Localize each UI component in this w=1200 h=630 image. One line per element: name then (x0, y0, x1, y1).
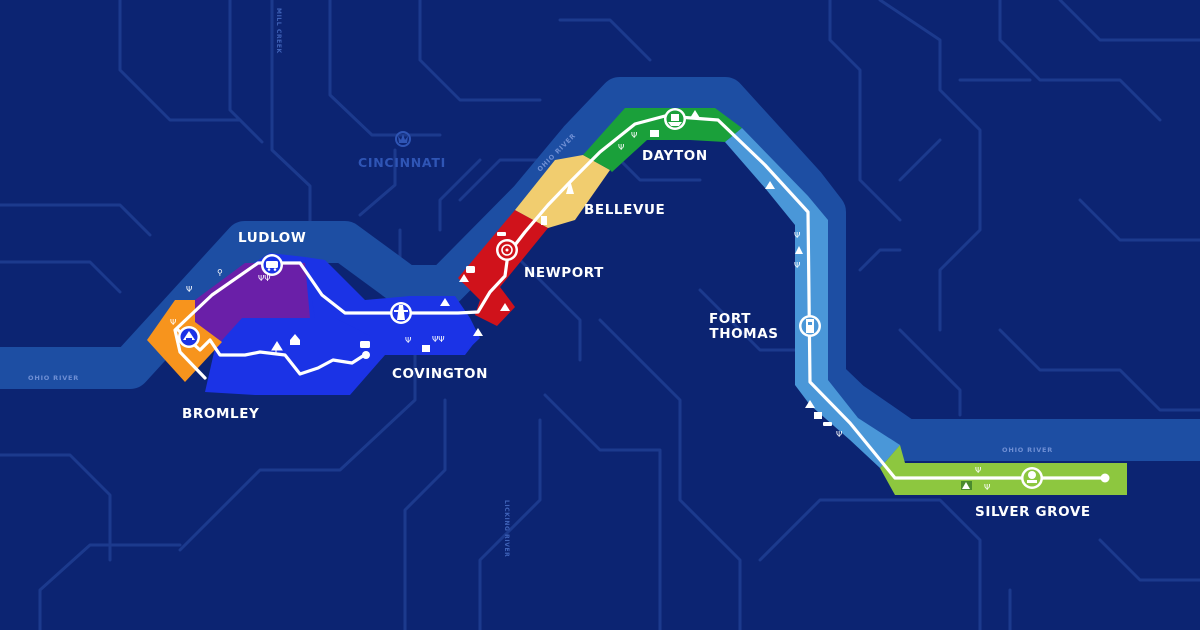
landmark-dayton[interactable] (664, 108, 686, 130)
poi-icons: ⚲ ΨΨ Ψ Ψ Ψ ΨΨ Ψ Ψ Ψ Ψ Ψ Ψ Ψ (170, 110, 990, 492)
dining-icon: Ψ (618, 143, 624, 152)
tree-icon (690, 110, 700, 118)
tree-icon (440, 298, 450, 306)
ludlow-region (195, 263, 310, 348)
building-icon (541, 216, 547, 225)
dining-icon: Ψ (794, 261, 800, 270)
landmark-fort-thomas[interactable] (799, 315, 821, 337)
dining-icon: Ψ (984, 483, 990, 492)
covington-region-upper (305, 257, 480, 355)
dining-icon: ΨΨ (258, 274, 271, 283)
town-label-dayton: DAYTON (642, 148, 708, 164)
town-label-ludlow: LUDLOW (238, 230, 306, 246)
landmark-silver-grove[interactable] (1021, 467, 1043, 489)
cincinnati-label: CINCINNATI (358, 155, 446, 170)
dining-icon: Ψ (631, 131, 637, 140)
building-icon (814, 412, 822, 419)
tree-icon (459, 274, 469, 282)
dining-icon: ΨΨ (432, 335, 445, 344)
trail-route-loop (176, 328, 368, 376)
town-label-bromley: BROMLEY (182, 406, 259, 422)
dining-icon: Ψ (794, 231, 800, 240)
tower-icon (566, 180, 574, 194)
town-label-newport: NEWPORT (524, 265, 604, 281)
building-icon (422, 345, 430, 352)
river-label-east: OHIO RIVER (1002, 446, 1053, 454)
landmark-covington[interactable] (390, 302, 412, 324)
fort-thomas-region (725, 128, 900, 468)
tree-icon (962, 482, 970, 489)
tree-icon (765, 181, 775, 189)
town-label-covington: COVINGTON (392, 366, 488, 382)
cincinnati-marker (395, 131, 411, 147)
town-label-fort-thomas-line1: FORT (709, 311, 751, 327)
dayton-region (583, 108, 742, 172)
silver-grove-region (880, 445, 1127, 495)
tree-icon (271, 341, 283, 354)
building-icon (650, 130, 659, 137)
mill-creek-label: MILL CREEK (275, 8, 282, 54)
river-label-west: OHIO RIVER (28, 374, 79, 382)
tree-icon (805, 400, 815, 408)
town-label-fort-thomas-line2: THOMAS (709, 326, 778, 342)
dining-icon: Ψ (975, 466, 981, 475)
dining-icon: Ψ (836, 430, 842, 439)
dining-icon: ⚲ (217, 268, 223, 277)
building-icon (290, 334, 300, 345)
route-endpoint-covington (362, 351, 370, 359)
tree-icon (473, 328, 483, 336)
route-endpoint-silver-grove (1100, 473, 1110, 483)
bench-icon (823, 422, 832, 426)
newport-region (458, 210, 548, 326)
town-label-bellevue: BELLEVUE (584, 202, 665, 218)
tree-icon (795, 246, 803, 254)
dining-icon: Ψ (405, 336, 411, 345)
tree-icon (500, 303, 510, 311)
camera-icon (466, 266, 475, 273)
licking-river-label: LICKING RIVER (503, 500, 510, 557)
ohio-river (0, 77, 1200, 461)
dining-icon: Ψ (170, 318, 176, 327)
dining-icon: Ψ (186, 285, 192, 294)
landmark-ludlow[interactable] (261, 254, 283, 276)
landmark-bromley[interactable] (178, 326, 200, 348)
bench-icon (497, 232, 506, 236)
landmark-newport[interactable] (496, 239, 518, 261)
town-label-silver-grove: SILVER GROVE (975, 504, 1091, 520)
camera-icon (360, 341, 370, 348)
